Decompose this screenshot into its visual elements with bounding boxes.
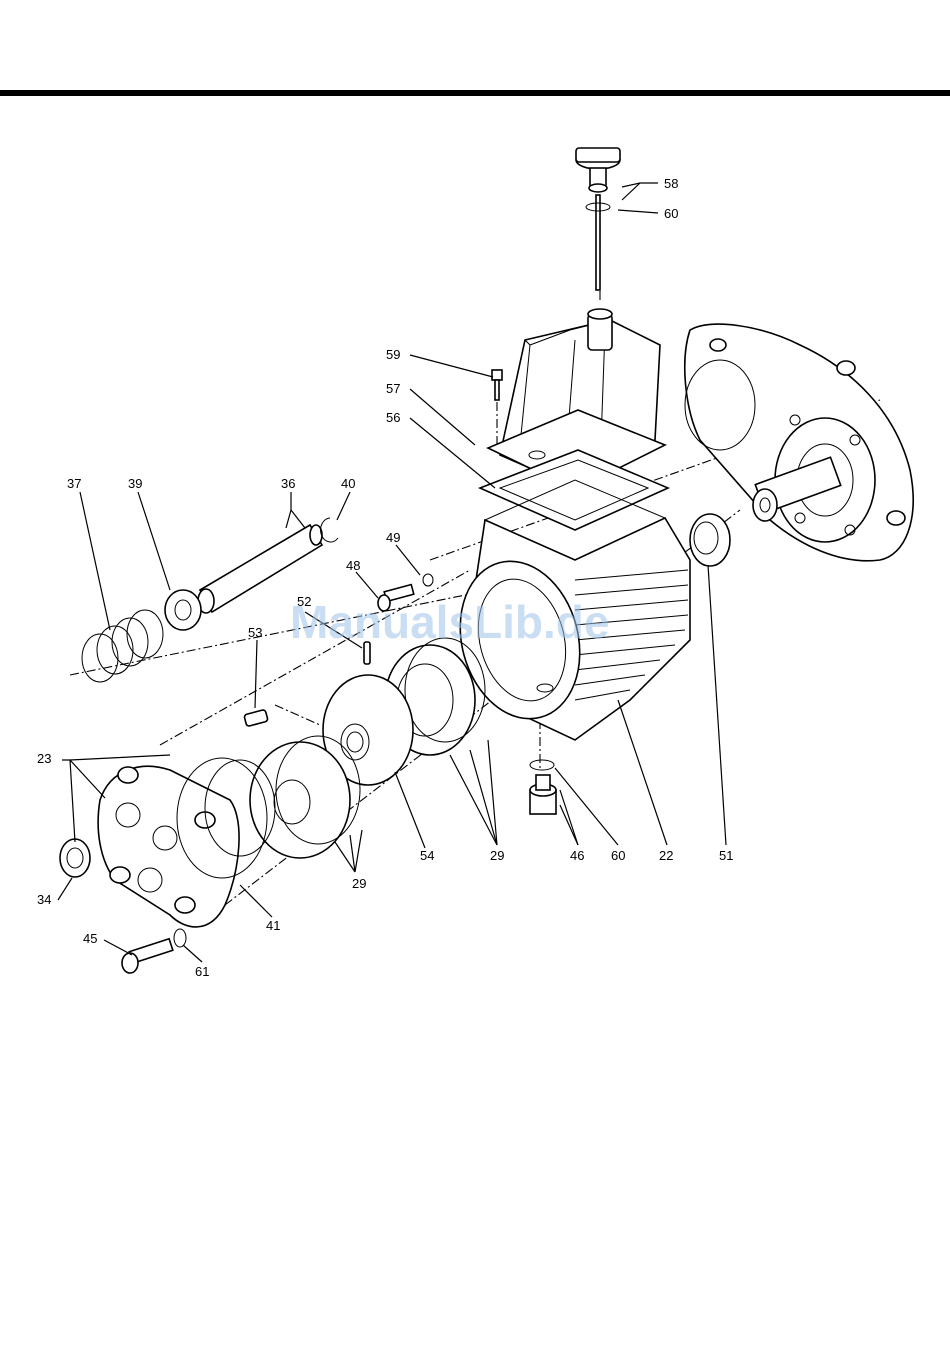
callout-58: 58: [664, 176, 678, 191]
callout-46: 46: [570, 848, 584, 863]
lock-washer: [174, 929, 186, 947]
head-screw: [122, 939, 173, 973]
key-53: [244, 709, 268, 726]
callout-54: 54: [420, 848, 434, 863]
callout-36: 36: [281, 476, 295, 491]
oil-dipstick-cap: [576, 148, 620, 290]
shaft-oil-seal: [690, 514, 730, 566]
drain-plug: [530, 775, 556, 814]
callout-41: 41: [266, 918, 280, 933]
callout-29-right: 29: [490, 848, 504, 863]
callout-56: 56: [386, 410, 400, 425]
callout-34: 34: [37, 892, 51, 907]
oring-plug: [530, 760, 554, 770]
watermark: ManualsLib.de: [290, 596, 609, 648]
callout-29-left: 29: [352, 876, 366, 891]
callout-51: 51: [719, 848, 733, 863]
circlip: [321, 518, 338, 542]
callout-60: 60: [664, 206, 678, 221]
callout-23: 23: [37, 751, 51, 766]
washer-49: [423, 574, 433, 586]
callout-53: 53: [248, 625, 262, 640]
spring-washer: [165, 590, 201, 630]
callout-37: 37: [67, 476, 81, 491]
pump-head: [98, 766, 239, 927]
callout-40: 40: [341, 476, 355, 491]
compression-spring: [82, 610, 163, 682]
callout-60-plug: 60: [611, 848, 625, 863]
callout-45: 45: [83, 931, 97, 946]
callout-48: 48: [346, 558, 360, 573]
cover-screw: [492, 370, 502, 400]
callout-39: 39: [128, 476, 142, 491]
cover-gasket: [480, 450, 668, 530]
callout-49: 49: [386, 530, 400, 545]
callout-59: 59: [386, 347, 400, 362]
callout-61: 61: [195, 964, 209, 979]
seal-34: [60, 839, 90, 877]
callout-57: 57: [386, 381, 400, 396]
callout-22: 22: [659, 848, 673, 863]
